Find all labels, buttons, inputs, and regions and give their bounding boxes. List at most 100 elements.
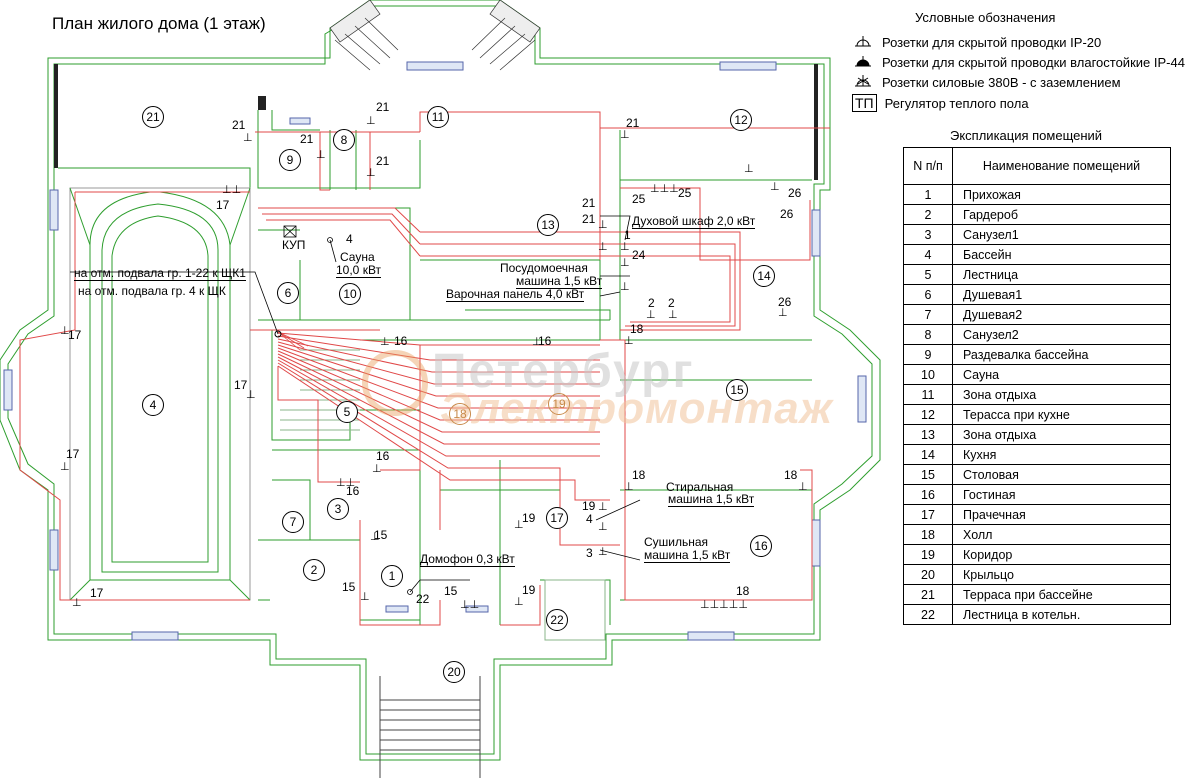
explication-row-num: 10: [903, 364, 953, 385]
svg-text:⊥: ⊥: [668, 308, 678, 321]
room-number-19: 19: [548, 393, 570, 415]
circuit-number-label: 21: [300, 132, 314, 146]
socket-ip20-icon: [852, 34, 874, 50]
explication-row-num: 18: [903, 524, 953, 545]
explication-row-num: 9: [903, 344, 953, 365]
svg-text:⊥⊥⊥⊥⊥: ⊥⊥⊥⊥⊥: [700, 598, 748, 611]
circuit-number-label: 19: [522, 511, 536, 525]
watermark-line2: Электромонтаж: [440, 384, 834, 433]
svg-text:⊥: ⊥: [380, 335, 390, 348]
legend-text-380v: Розетки силовые 380В - с заземлением: [882, 74, 1121, 90]
circuit-number-label: 15: [342, 580, 356, 594]
circuit-number-label: 21: [582, 212, 596, 226]
room-number-10: 10: [339, 283, 361, 305]
legend-row-ip44: Розетки для скрытой проводки влагостойки…: [852, 54, 1185, 70]
room-number-17: 17: [546, 507, 568, 529]
legend-text-tp: Регулятор теплого пола: [884, 95, 1029, 111]
explication-row-name: Крыльцо: [952, 564, 1171, 585]
circuit-number-label: 2: [648, 296, 655, 310]
legend-text-ip44: Розетки для скрытой проводки влагостойки…: [882, 54, 1185, 70]
circuit-number-label: 19: [582, 499, 596, 513]
room-number-11: 11: [427, 106, 449, 128]
circuit-number-label: 21: [376, 100, 390, 114]
sauna-power-label: 10,0 кВт: [336, 263, 382, 278]
room-number-8: 8: [333, 129, 355, 151]
explication-row-name: Зона отдыха: [952, 384, 1171, 405]
explication-row-num: 22: [903, 604, 953, 625]
svg-text:⊥: ⊥: [598, 218, 608, 231]
circuit-number-label: 21: [232, 118, 246, 132]
circuit-number-label: 18: [632, 468, 646, 482]
room-number-21: 21: [142, 106, 164, 128]
circuit-number-label: 16: [346, 484, 360, 498]
explication-row-name: Прихожая: [952, 184, 1171, 205]
circuit-number-label: 17: [66, 447, 80, 461]
explication-row-num: 16: [903, 484, 953, 505]
legend-title: Условные обозначения: [915, 10, 1056, 25]
svg-text:⊥: ⊥: [514, 518, 524, 531]
circuit-number-label: 18: [630, 322, 644, 336]
dryer-label-1: Сушильная: [644, 535, 709, 549]
room-number-20: 20: [443, 661, 465, 683]
plan-title: План жилого дома (1 этаж): [52, 14, 266, 33]
explication-row-name: Лестница в котельн.: [952, 604, 1171, 625]
explication-row-num: 19: [903, 544, 953, 565]
explication-row-name: Гардероб: [952, 204, 1171, 225]
svg-text:⊥: ⊥: [744, 162, 754, 175]
explication-row-num: 1: [903, 184, 953, 205]
circuit-number-label: 21: [582, 196, 596, 210]
explication-row-name: Холл: [952, 524, 1171, 545]
room-number-4: 4: [142, 394, 164, 416]
room-number-1: 1: [381, 565, 403, 587]
svg-text:⊥: ⊥: [798, 480, 808, 493]
circuit-number-label: 24: [632, 248, 646, 262]
svg-text:⊥: ⊥: [598, 520, 608, 533]
explication-row-num: 2: [903, 204, 953, 225]
svg-text:⊥: ⊥: [514, 595, 524, 608]
circuit-number-label: 21: [626, 116, 640, 130]
svg-text:⊥: ⊥: [598, 545, 608, 558]
oven-label: Духовой шкаф 2,0 кВт: [632, 214, 756, 229]
explication-row-num: 14: [903, 444, 953, 465]
svg-text:⊥⊥: ⊥⊥: [222, 183, 241, 196]
explication-row-num: 6: [903, 284, 953, 305]
explication-row-name: Столовая: [952, 464, 1171, 485]
explication-row-name: Терраса при бассейне: [952, 584, 1171, 605]
circuit-number-label: 22: [416, 592, 430, 606]
legend-row-ip20: Розетки для скрытой проводки IP-20: [852, 34, 1101, 50]
washer-label-2: машина 1,5 кВт: [668, 492, 755, 507]
explication-row-num: 7: [903, 304, 953, 325]
intercom-label: Домофон 0,3 кВт: [420, 552, 515, 567]
dryer-label-2: машина 1,5 кВт: [644, 548, 731, 563]
svg-text:⊥⊥⊥: ⊥⊥⊥: [650, 182, 679, 195]
explication-row-num: 12: [903, 404, 953, 425]
explication-header-num: N п/п: [903, 147, 953, 185]
basement-group4-label: на отм. подвала гр. 4 к ЩК: [78, 284, 226, 298]
explication-row-num: 8: [903, 324, 953, 345]
svg-text:⊥⊥: ⊥⊥: [460, 598, 479, 611]
explication-row-name: Раздевалка бассейна: [952, 344, 1171, 365]
circuit-number-label: 16: [376, 449, 390, 463]
svg-text:⊥: ⊥: [646, 308, 656, 321]
circuit-number-label: 25: [632, 192, 646, 206]
circuit-number-label: 16: [394, 334, 408, 348]
basement-group1-label: на отм. подвала гр. 1-22 к ЩК1: [74, 266, 246, 281]
circuit-number-label: 1: [624, 228, 631, 242]
circuit-number-label: 18: [736, 584, 750, 598]
svg-text:⊥: ⊥: [366, 114, 376, 127]
explication-row-name: Душевая1: [952, 284, 1171, 305]
